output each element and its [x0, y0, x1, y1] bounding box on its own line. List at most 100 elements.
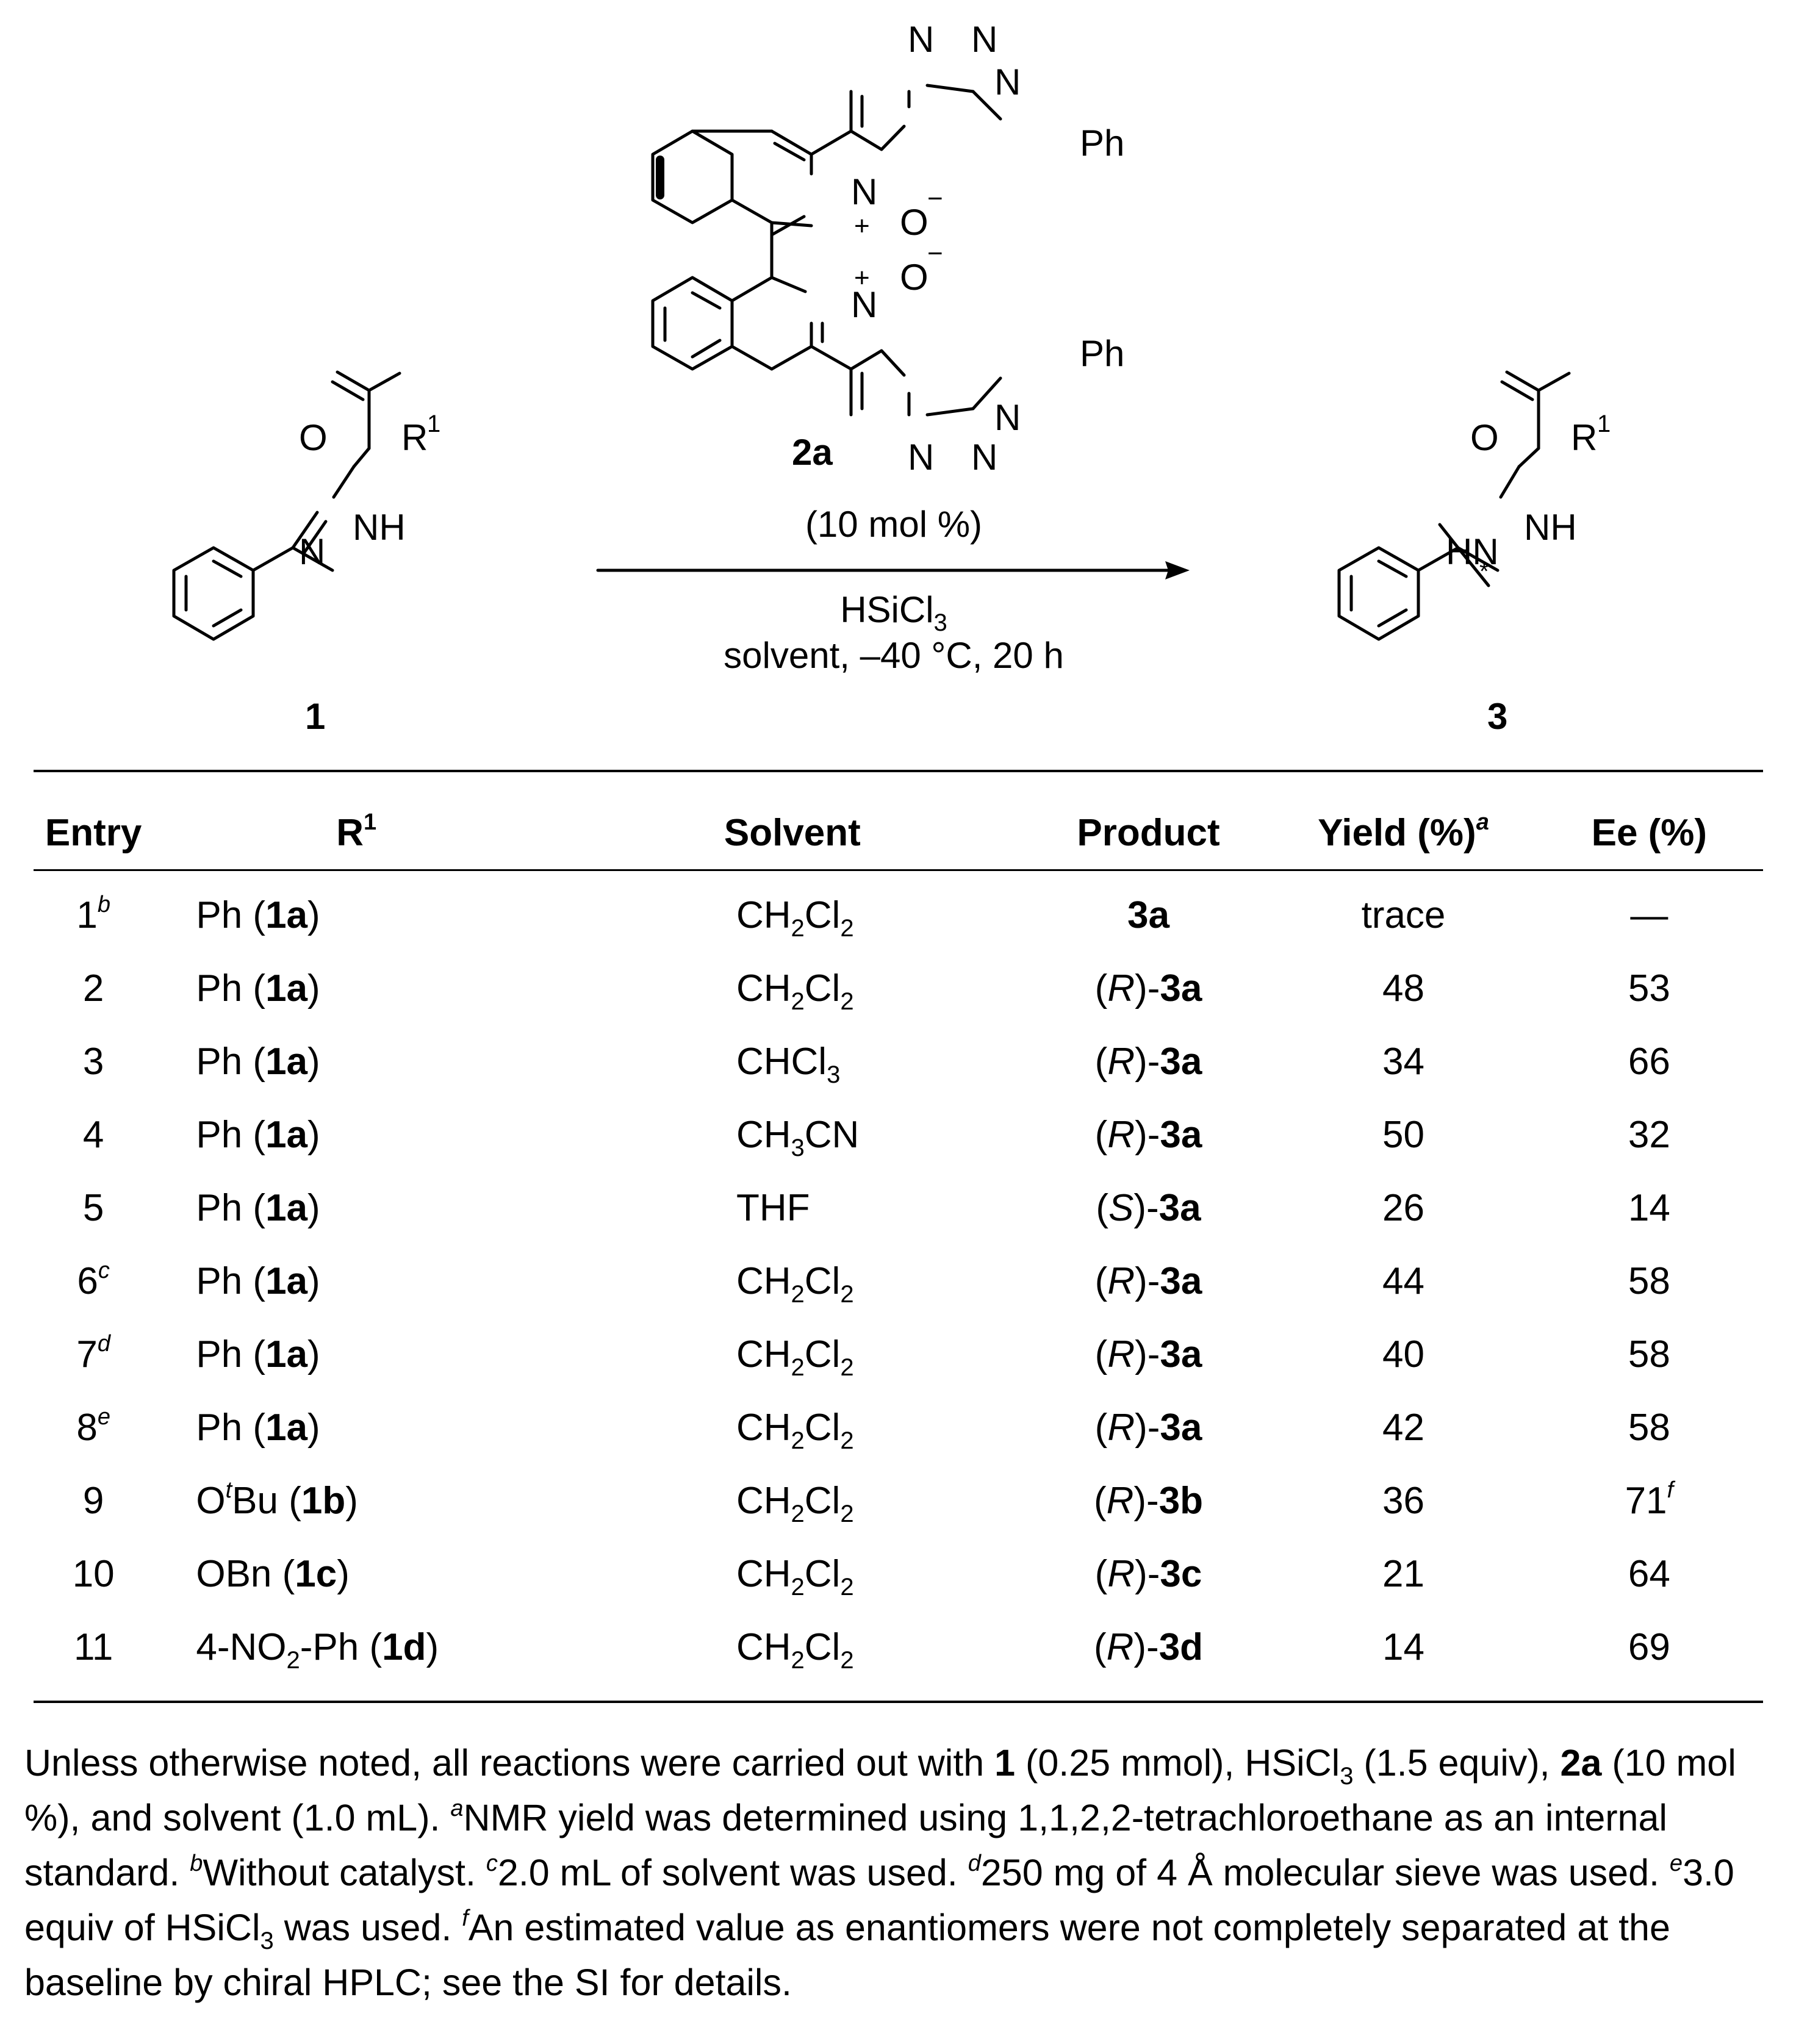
product-carbonyl-o: O: [1470, 417, 1499, 458]
cell-entry: 11: [73, 1626, 113, 1668]
cell-r1: 4-NO2-Ph (1d): [196, 1626, 439, 1674]
catalyst-label: 2a: [792, 432, 833, 473]
conditions-line2: solvent, –40 °C, 20 h: [724, 635, 1064, 676]
cell-ee: 66: [1628, 1040, 1670, 1083]
cell-product: (R)-3a: [1094, 967, 1202, 1009]
cell-product: (R)-3a: [1094, 1333, 1202, 1375]
substrate-r-sup: 1: [427, 411, 440, 437]
cell-ee: 58: [1628, 1333, 1670, 1375]
cell-product: (R)-3c: [1094, 1552, 1202, 1595]
header-r1: R1: [336, 809, 377, 854]
cell-yield: 14: [1382, 1626, 1424, 1668]
catalyst-loading: (10 mol %): [805, 504, 982, 545]
cell-product: (R)-3a: [1094, 1406, 1202, 1449]
cat-upper-ominus: O: [900, 202, 929, 243]
product-structure: [1337, 370, 1571, 641]
cell-yield: 21: [1382, 1552, 1424, 1595]
cell-ee: 71f: [1625, 1477, 1674, 1522]
cell-product: (R)-3d: [1093, 1626, 1204, 1668]
results-table: Entry R1 Solvent Product Yield (%)a Ee (…: [34, 787, 1763, 1684]
substrate-n: N: [299, 531, 325, 572]
cell-solvent: CH2Cl2: [736, 1626, 854, 1674]
cat-lower-nplus: N: [851, 284, 877, 325]
header-product: Product: [1077, 811, 1220, 854]
cat-upper-minus: −: [927, 184, 943, 213]
cell-yield: 50: [1382, 1113, 1424, 1156]
cell-yield: 26: [1382, 1186, 1424, 1229]
cell-entry: 10: [72, 1552, 115, 1595]
cell-yield: 34: [1382, 1040, 1424, 1083]
cat-upper-ph: Ph: [1080, 123, 1124, 163]
table-top-rule: [34, 770, 1763, 772]
cell-solvent: CH2Cl2: [736, 894, 854, 942]
product-label: 3: [1487, 696, 1507, 737]
cell-ee: 64: [1628, 1552, 1670, 1595]
cat-lower-n1: N: [908, 437, 934, 478]
cell-solvent: CH2Cl2: [736, 1479, 854, 1527]
cell-r1: Ph (1a): [196, 1113, 320, 1156]
cell-solvent: CH2Cl2: [736, 1260, 854, 1308]
cell-r1: Ph (1a): [196, 1406, 320, 1449]
cell-entry: 2: [82, 967, 104, 1009]
cell-solvent: THF: [736, 1186, 810, 1229]
cell-yield: 42: [1382, 1406, 1424, 1449]
cell-entry: 3: [82, 1040, 104, 1083]
cell-entry: 7d: [76, 1330, 110, 1375]
cell-entry: 5: [82, 1186, 104, 1229]
cell-yield: 40: [1382, 1333, 1424, 1375]
cell-solvent: CH2Cl2: [736, 1552, 854, 1601]
substrate-carbonyl-o: O: [299, 417, 328, 458]
cat-upper-n3: N: [994, 62, 1021, 102]
cell-r1: Ph (1a): [196, 894, 320, 936]
cell-r1: Ph (1a): [196, 1186, 320, 1229]
cell-ee: 58: [1628, 1406, 1670, 1449]
product-nh: NH: [1524, 507, 1577, 548]
cell-entry: 9: [82, 1479, 104, 1522]
cell-solvent: CHCl3: [736, 1040, 841, 1088]
cell-solvent: CH2Cl2: [736, 967, 854, 1015]
table-row: 10 OBn (1c) CH2Cl2 (R)-3c 21 64: [34, 1537, 1763, 1610]
cell-solvent: CH2Cl2: [736, 1406, 854, 1454]
cell-ee: 58: [1628, 1260, 1670, 1302]
table-header-row: Entry R1 Solvent Product Yield (%)a Ee (…: [34, 787, 1763, 878]
cell-yield: trace: [1361, 894, 1446, 936]
cat-lower-ominus: O: [900, 257, 929, 298]
cell-product: (R)-3b: [1093, 1479, 1204, 1522]
cell-product: 3a: [1127, 894, 1169, 936]
cat-upper-n2: N: [971, 19, 997, 60]
cell-ee: 32: [1628, 1113, 1670, 1156]
substrate-label: 1: [305, 696, 325, 737]
cell-entry: 6c: [77, 1257, 110, 1302]
cell-entry: 4: [82, 1113, 104, 1156]
header-solvent: Solvent: [724, 811, 861, 854]
cell-r1: Ph (1a): [196, 967, 320, 1009]
reaction-scheme: O R 1 NH N 1 O R 1 NH HN * 3 N N N Ph N …: [172, 19, 1611, 737]
cell-r1: OBn (1c): [196, 1552, 350, 1595]
table-row: 8e Ph (1a) CH2Cl2 (R)-3a 42 58: [34, 1391, 1763, 1464]
product-hn: HN: [1446, 531, 1499, 572]
cell-product: (R)-3a: [1094, 1113, 1202, 1156]
cell-ee: —: [1630, 894, 1668, 936]
cell-yield: 48: [1382, 967, 1424, 1009]
cell-product: (S)-3a: [1096, 1186, 1201, 1229]
cell-entry: 8e: [76, 1404, 110, 1449]
cat-lower-minus: −: [927, 238, 943, 268]
cat-upper-plus: +: [854, 211, 870, 241]
cell-r1: Ph (1a): [196, 1040, 320, 1083]
catalyst-structure: [651, 84, 1002, 417]
substrate-structure: [172, 370, 401, 641]
cell-r1: Ph (1a): [196, 1260, 320, 1302]
substrate-r: R: [401, 417, 428, 458]
cat-lower-n3: N: [994, 397, 1021, 438]
conditions-reagent: HSiCl3: [840, 589, 947, 636]
cell-ee: 14: [1628, 1186, 1670, 1229]
table-bottom-rule: [34, 1701, 1763, 1703]
header-yield: Yield (%)a: [1318, 809, 1489, 854]
